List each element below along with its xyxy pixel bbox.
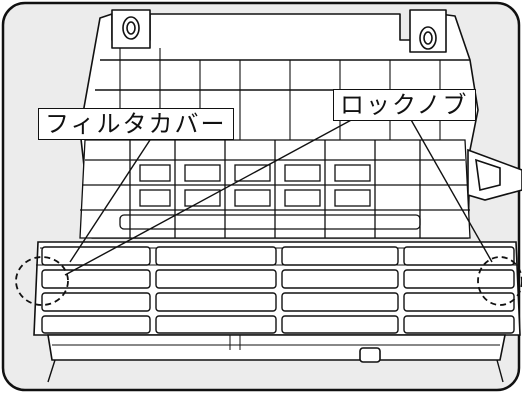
leader-lines <box>64 117 493 276</box>
label-lock-knob: ロックノブ <box>333 89 476 121</box>
lock-knob-left-marker <box>15 256 69 306</box>
lock-knob-markers <box>15 256 522 306</box>
leader-lock-left <box>64 117 356 276</box>
filter-grid <box>79 139 471 239</box>
lock-knob-right-marker <box>477 256 522 306</box>
label-filter-cover: フィルタカバー <box>38 108 234 140</box>
leader-filter-cover <box>69 139 151 263</box>
leader-lock-right <box>409 117 493 263</box>
